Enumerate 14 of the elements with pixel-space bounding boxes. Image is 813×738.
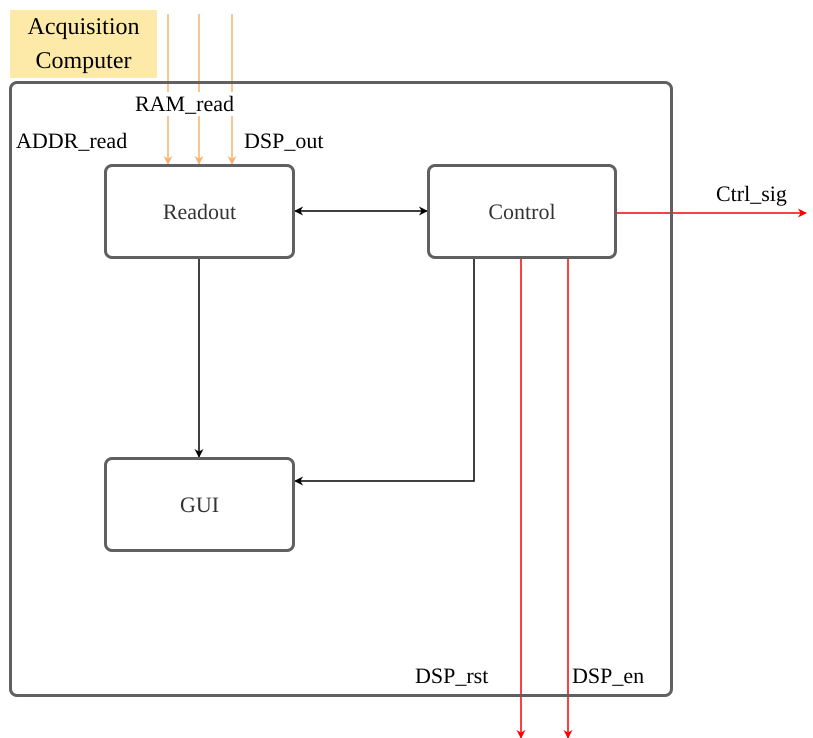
process-box <box>427 164 617 259</box>
arrow <box>617 208 807 218</box>
arrow <box>294 206 428 216</box>
process-box <box>104 457 295 552</box>
arrow <box>294 259 475 486</box>
box-label: GUI <box>180 492 220 518</box>
process-box <box>104 164 295 259</box>
arrow <box>516 259 526 738</box>
box-label: Control <box>488 198 556 224</box>
group-title: Acquisition Computer <box>10 10 157 78</box>
arrow <box>194 259 204 458</box>
arrow <box>564 259 572 738</box>
box-label: Readout <box>162 198 236 224</box>
signal-label: RAM_read <box>135 92 234 116</box>
